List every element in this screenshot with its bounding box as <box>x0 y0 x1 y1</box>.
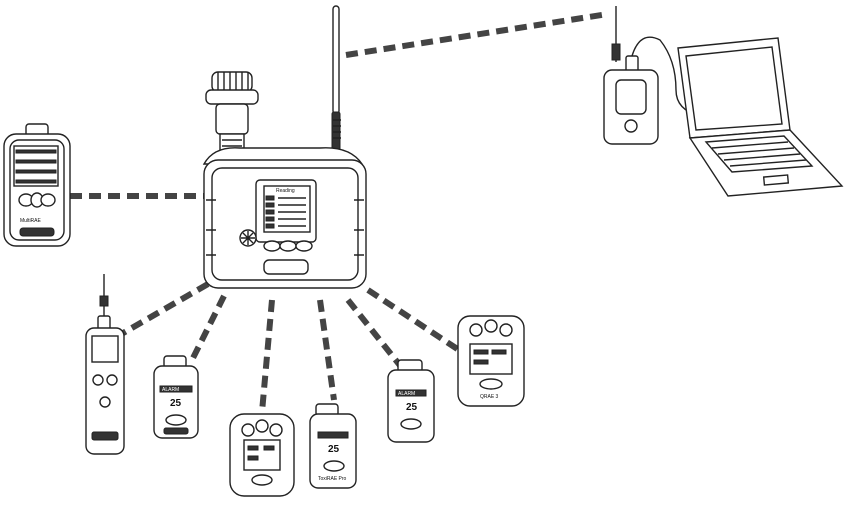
base-station: Reading <box>204 6 366 288</box>
link-base-to-toxirae-2 <box>320 300 334 400</box>
toxirae-3-alarm: ALARM <box>398 391 415 397</box>
wireless-link-to-modem <box>346 14 608 55</box>
pid-display <box>92 336 118 362</box>
multirae-monitor: MultiRAE <box>4 124 70 246</box>
base-buttons <box>264 241 312 251</box>
base-display-title: Reading <box>276 188 295 194</box>
laptop <box>678 38 842 196</box>
qrae3-monitor: QRAE 3 <box>458 316 524 406</box>
wireless-modem <box>604 6 658 144</box>
multirae-label: MultiRAE <box>20 218 42 224</box>
qrae3-label: QRAE 3 <box>480 394 499 400</box>
toxirae-pro-3: ALARM 25 <box>388 360 434 442</box>
link-base-to-pid-monitor <box>118 284 208 336</box>
multi-sensor-display <box>244 440 280 470</box>
link-base-to-toxirae-1 <box>192 296 224 360</box>
toxirae-2-label: ToxiRAE Pro <box>318 476 347 482</box>
link-base-to-toxirae-3 <box>348 300 402 368</box>
toxirae-3-reading: 25 <box>406 402 418 413</box>
multi-sensor-monitor <box>230 414 294 496</box>
modem-display <box>616 80 646 114</box>
toxirae-2-reading: 25 <box>328 444 340 455</box>
qrae3-display <box>470 344 512 374</box>
toxirae-1-reading: 25 <box>170 398 182 409</box>
toxirae-pro-2: 25 ToxiRAE Pro <box>310 404 356 488</box>
toxirae-1-alarm: ALARM <box>162 387 179 393</box>
base-speaker <box>240 230 256 246</box>
base-sensor-head <box>206 72 258 156</box>
link-base-to-multi-sensor <box>262 300 272 412</box>
toxirae-pro-1: ALARM 25 <box>154 356 198 438</box>
base-antenna <box>332 6 341 152</box>
pid-monitor <box>86 274 124 454</box>
